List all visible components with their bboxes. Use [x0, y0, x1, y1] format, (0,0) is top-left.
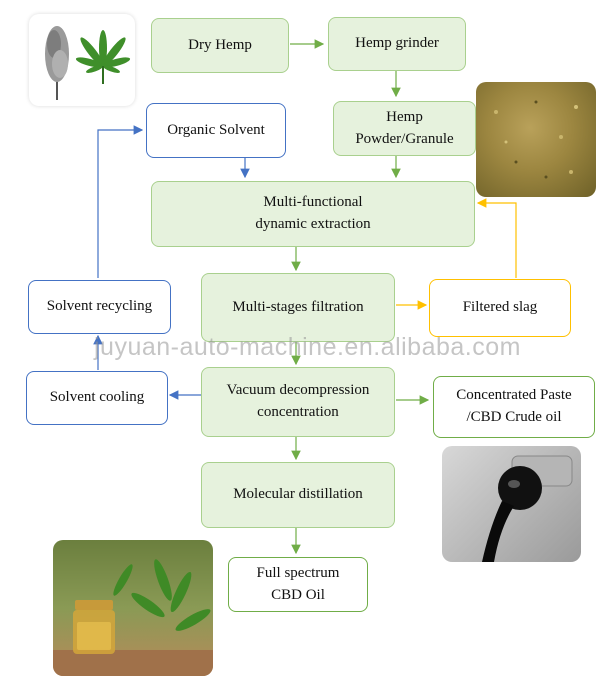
- vacuum-concentration-box: Vacuum decompression concentration: [201, 367, 395, 437]
- hemp-powder-box: Hemp Powder/Granule: [333, 101, 476, 156]
- watermark-text: juyuan-auto-machine.en.alibaba.com: [94, 333, 521, 361]
- molecular-distillation-box: Molecular distillation: [201, 462, 395, 528]
- filtration-box: Multi-stages filtration: [201, 273, 395, 342]
- solvent-cooling-box: Solvent cooling: [26, 371, 168, 425]
- hemp-grinder-box: Hemp grinder: [328, 17, 466, 71]
- arrow-slag-to-extraction: [476, 198, 517, 278]
- solvent-recycling-box: Solvent recycling: [28, 280, 171, 334]
- extraction-box: Multi-functional dynamic extraction: [151, 181, 475, 247]
- crude-oil-image: [442, 446, 581, 562]
- concentrated-paste-box: Concentrated Paste /CBD Crude oil: [433, 376, 595, 438]
- cbd-oil-box: Full spectrum CBD Oil: [228, 557, 368, 612]
- arrow-recycling-to-solvent: [97, 125, 144, 278]
- hemp-powder-image: [476, 82, 596, 197]
- cbd-oil-bottle-image: [53, 540, 213, 676]
- tree-and-hemp-leaf-image: [29, 14, 135, 106]
- dry-hemp-box: Dry Hemp: [151, 18, 289, 73]
- organic-solvent-box: Organic Solvent: [146, 103, 286, 158]
- filtered-slag-box: Filtered slag: [429, 279, 571, 337]
